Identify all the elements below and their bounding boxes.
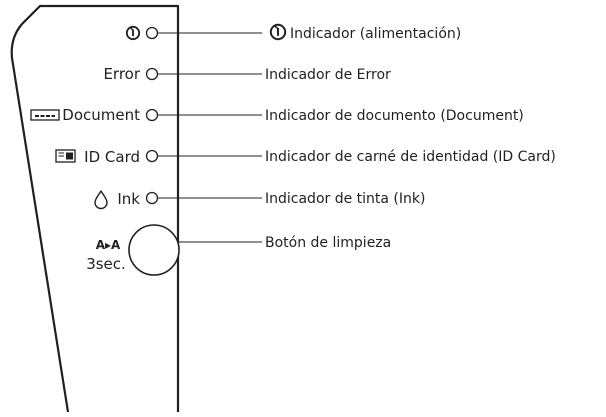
ink-led [145, 191, 159, 205]
power-led [145, 26, 159, 40]
id-card-icon [55, 149, 76, 163]
cleaning-button[interactable] [128, 224, 180, 276]
power-callout-icon [269, 23, 287, 41]
power-indicator-group: Indicador (alimentación) [125, 23, 461, 42]
ink-drop-icon [94, 190, 108, 210]
document-icon [30, 109, 60, 121]
id-card-indicator-group: ID Card Indicador de carné de identidad … [55, 148, 556, 166]
ink-indicator-group: Ink Indicador de tinta (Ink) [94, 190, 425, 210]
document-led [145, 108, 159, 122]
document-callout-label: Indicador de documento (Document) [265, 108, 524, 124]
ink-callout-label: Indicador de tinta (Ink) [265, 191, 425, 207]
cleaning-callout-label: Botón de limpieza [265, 235, 391, 251]
document-indicator-group: Document Indicador de documento (Documen… [30, 106, 524, 124]
cleaning-button-group: A▸A 3sec. Botón de limpieza [86, 224, 391, 276]
power-callout-label: Indicador (alimentación) [290, 26, 461, 42]
error-panel-label: Error [103, 65, 140, 83]
error-indicator-group: Error Indicador de Error [103, 65, 391, 83]
error-callout-label: Indicador de Error [265, 67, 391, 83]
document-panel-label: Document [62, 106, 140, 124]
ink-panel-label: Ink [117, 190, 140, 208]
error-led [145, 67, 159, 81]
power-icon [125, 25, 141, 41]
cleaning-icon: A▸A [96, 238, 121, 252]
id-card-panel-label: ID Card [84, 148, 140, 166]
id-card-led [145, 149, 159, 163]
panel-outline [10, 4, 180, 413]
id-card-callout-label: Indicador de carné de identidad (ID Card… [265, 149, 556, 165]
cleaning-duration-label: 3sec. [86, 255, 126, 273]
